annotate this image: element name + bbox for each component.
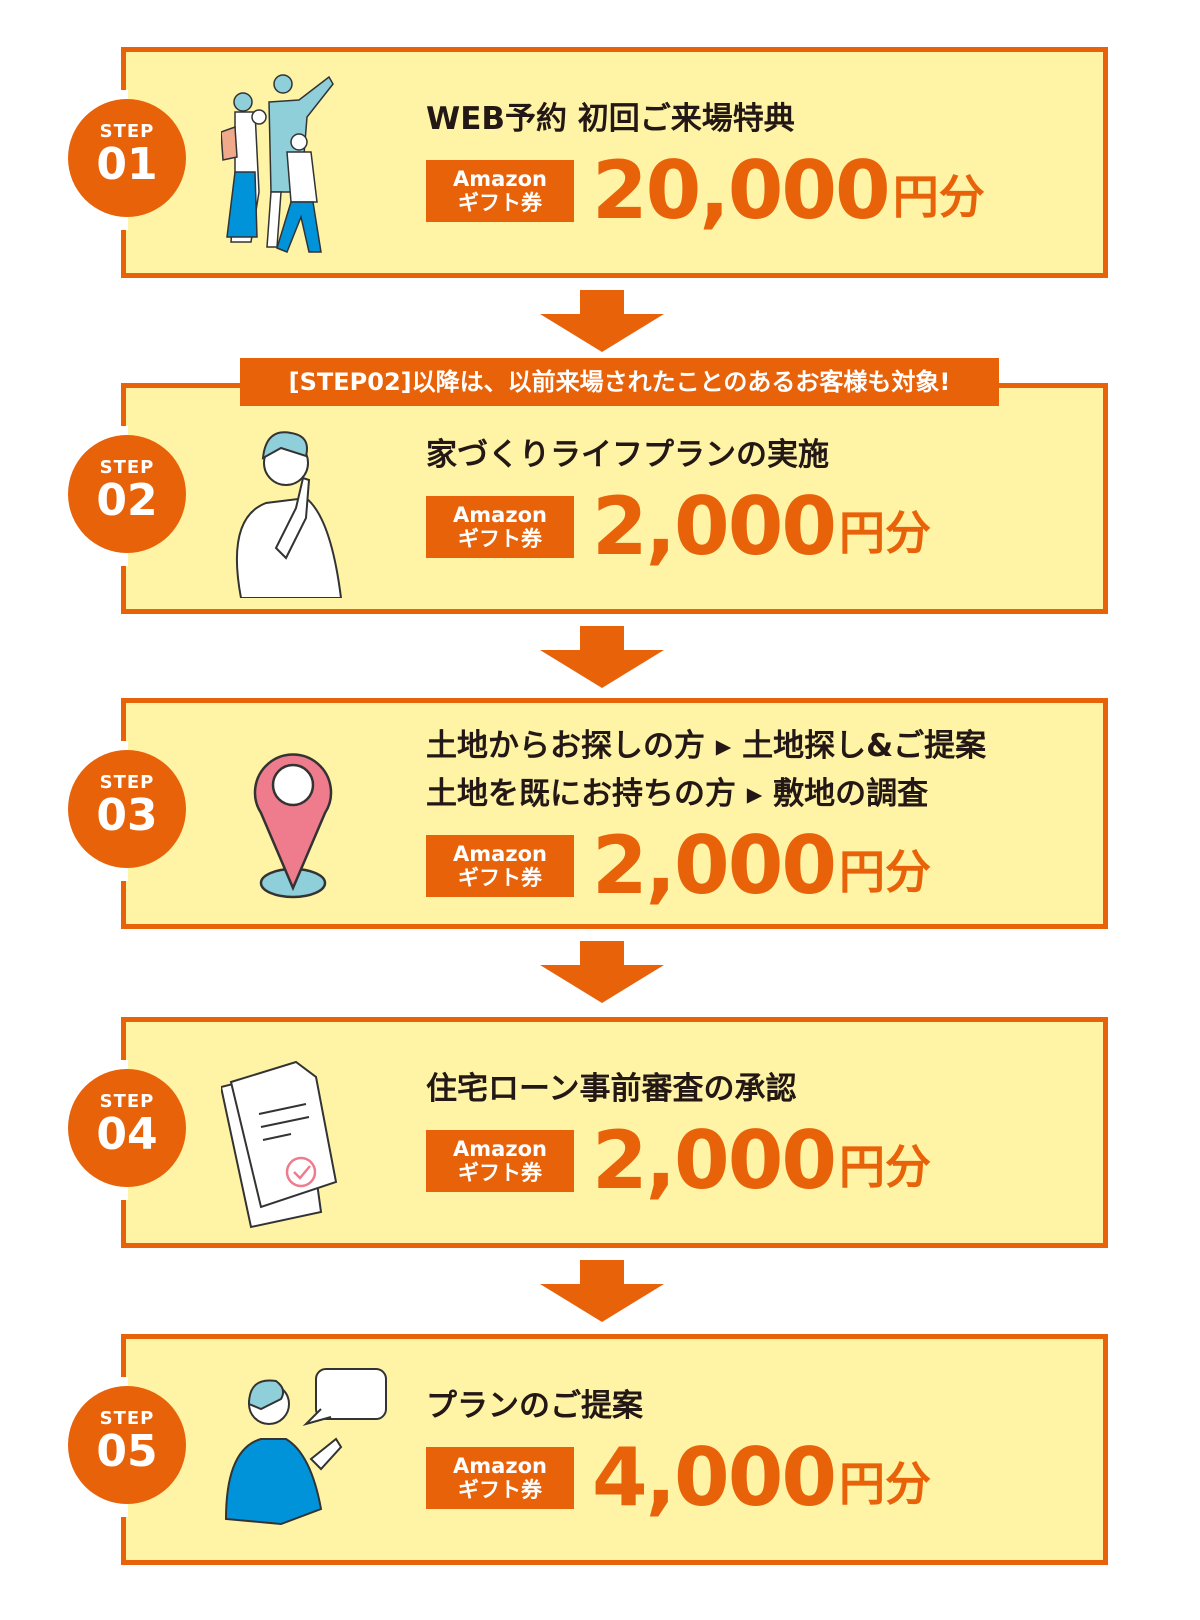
arrow-down-icon xyxy=(540,941,664,1003)
family-walking-icon xyxy=(221,74,334,253)
step-title: プランのご提案 xyxy=(426,1387,643,1424)
gift-amount: 2,000 xyxy=(592,818,837,912)
step-title: 土地からお探しの方 ▸ 土地探し&ご提案 xyxy=(426,727,987,764)
gift-amount: 20,000 xyxy=(592,143,891,237)
notice-banner: [STEP02]以降は、以前来場されたことのあるお客様も対象! xyxy=(240,358,999,406)
step-title: 住宅ローン事前審査の承認 xyxy=(426,1070,797,1107)
thinking-man-icon xyxy=(235,431,343,598)
document-check-icon xyxy=(221,1060,338,1229)
step-title: 土地を既にお持ちの方 ▸ 敷地の調査 xyxy=(426,775,929,812)
step-title: WEB予約 初回ご来場特典 xyxy=(426,100,795,137)
step-title: 家づくりライフプランの実施 xyxy=(426,436,829,473)
gift-amount: 2,000 xyxy=(592,1113,837,1207)
woman-speech-icon xyxy=(224,1368,387,1526)
arrow-down-icon xyxy=(540,626,664,688)
gift-amount: 2,000 xyxy=(592,479,837,573)
arrow-down-icon xyxy=(540,1260,664,1322)
arrow-down-icon xyxy=(540,290,664,352)
map-pin-icon xyxy=(253,753,333,899)
gift-amount: 4,000 xyxy=(592,1430,837,1524)
